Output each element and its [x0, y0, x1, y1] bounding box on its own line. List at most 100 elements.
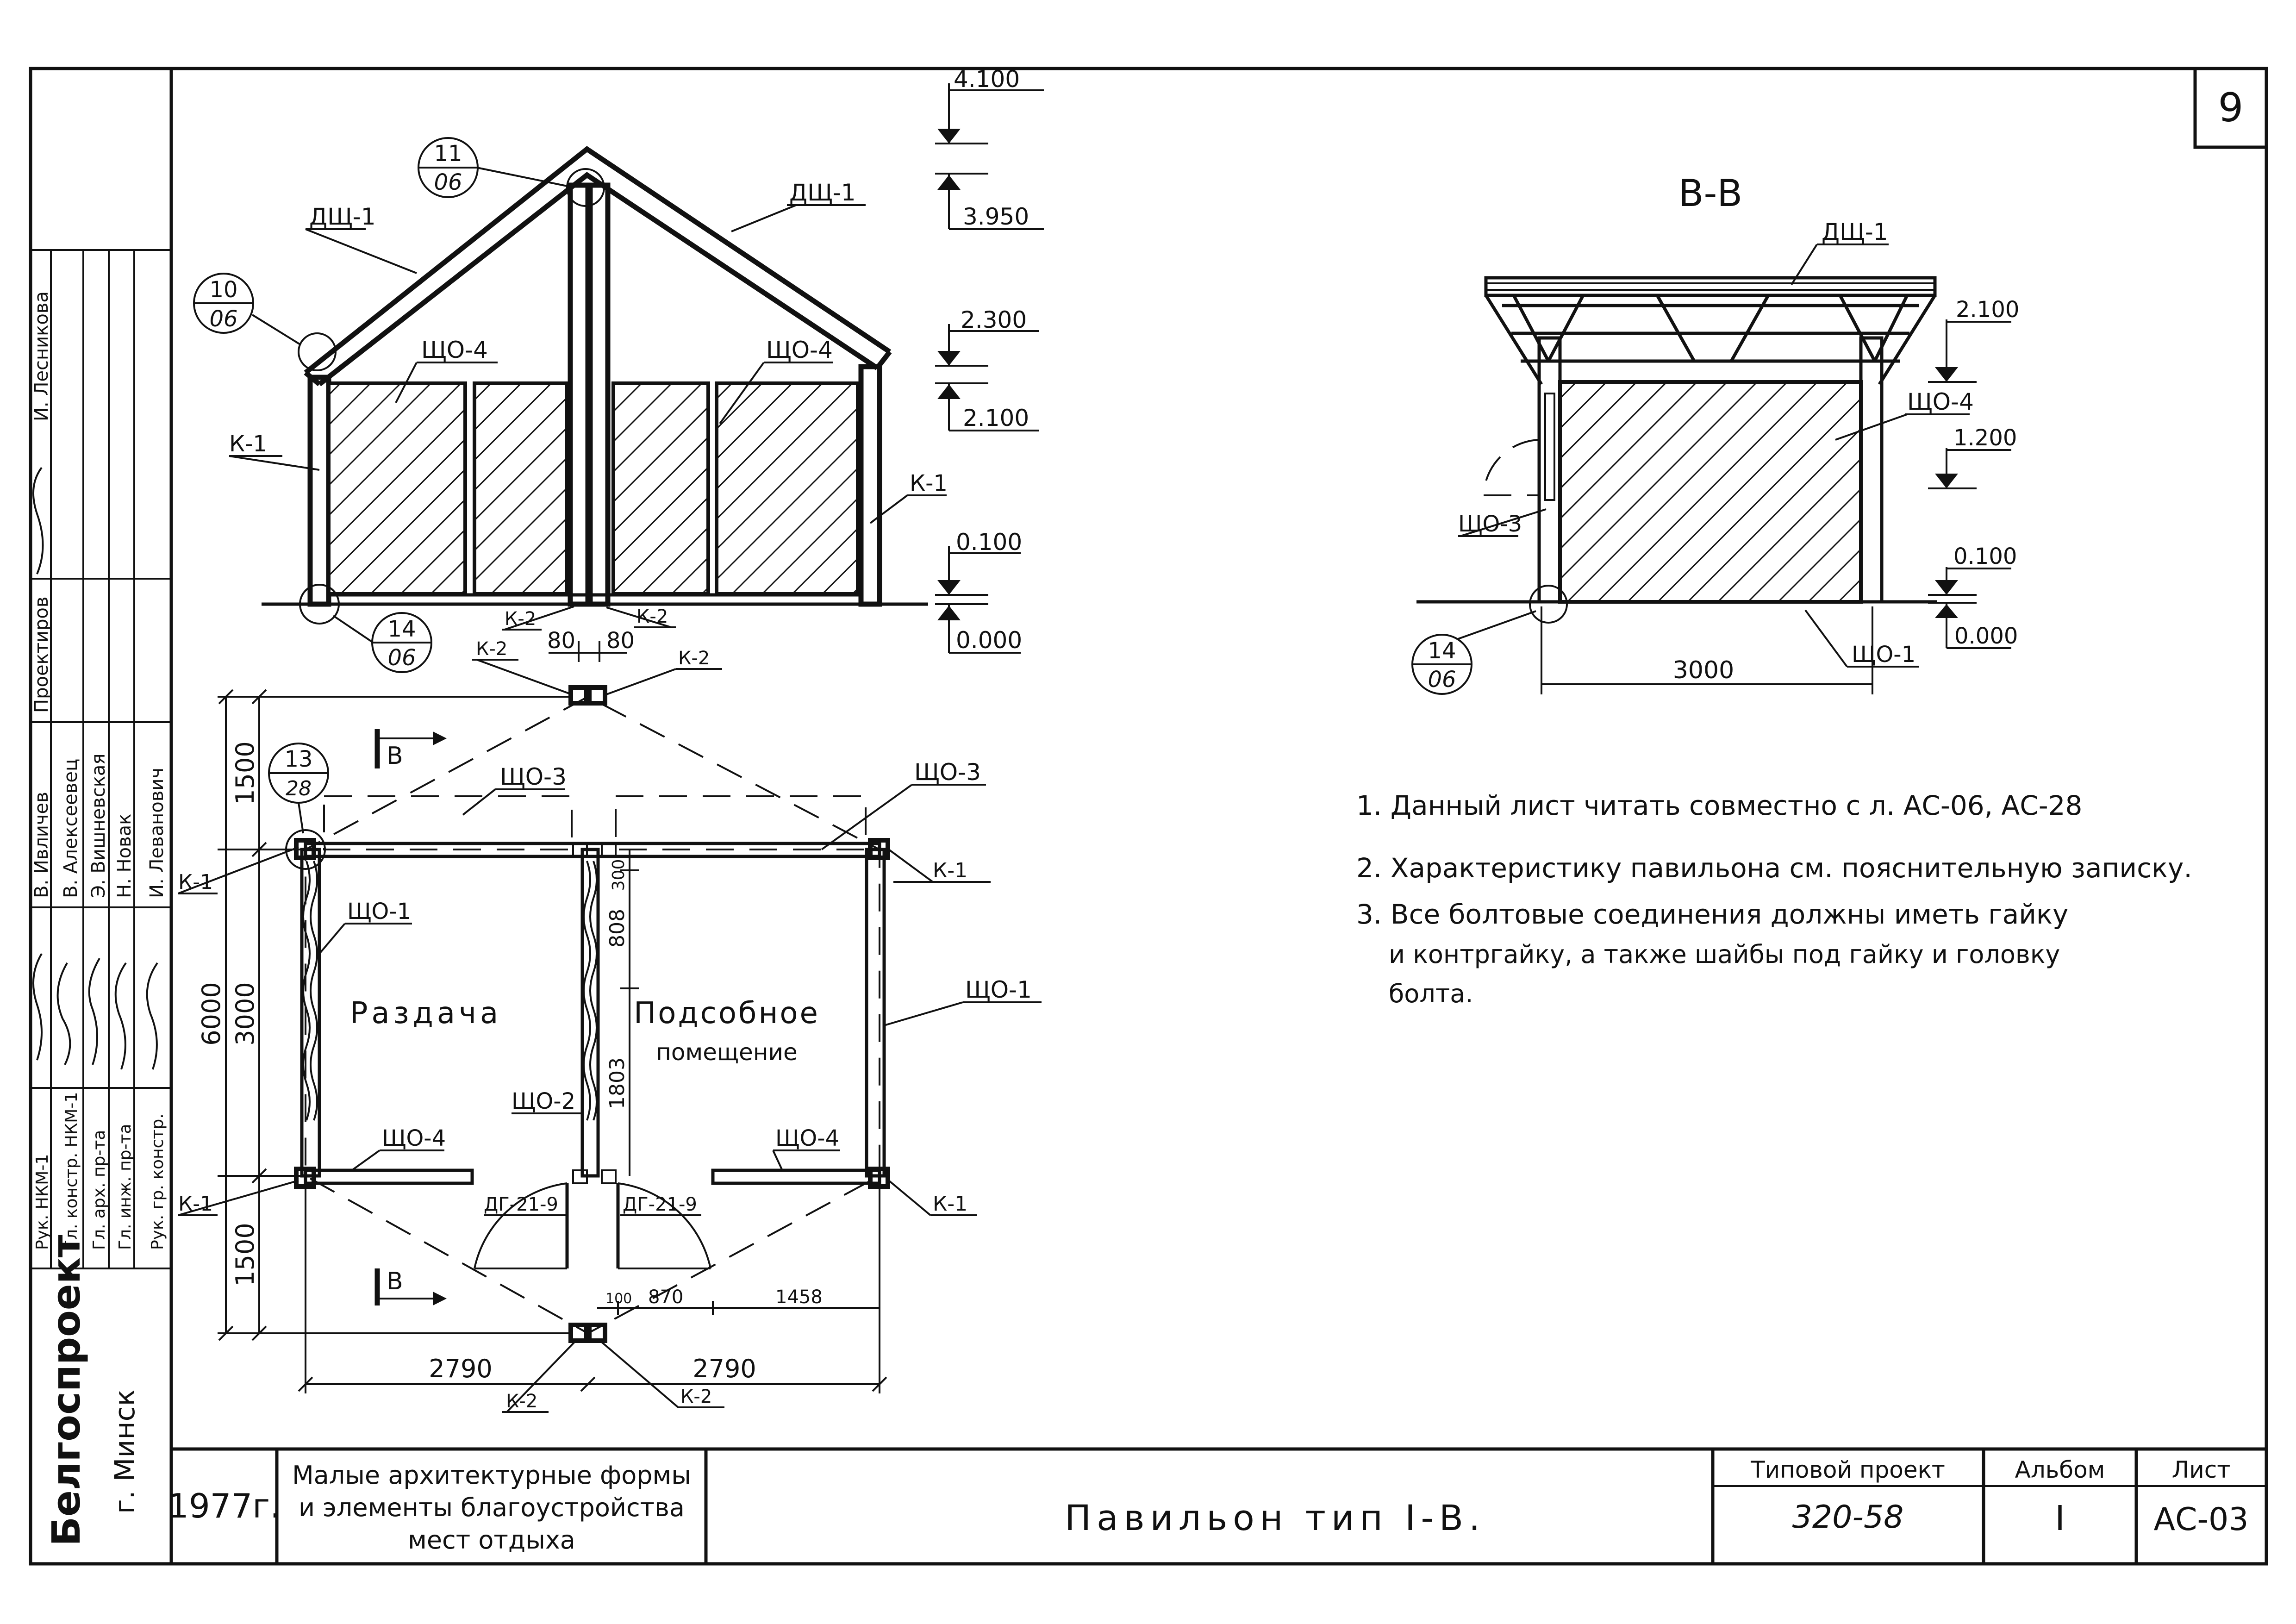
dim-1500-top: 1500	[231, 741, 260, 805]
sheet-number: 9	[2218, 85, 2244, 131]
section-callout-top: 14	[1428, 638, 1456, 664]
section-levels: 2.100 1.200 0.100 0.000	[1928, 297, 2019, 649]
stamp-org: Белгоспроект	[44, 1235, 89, 1546]
stamp-names: В. Ивличев В. Алексеевец Э. Вишневская Н…	[31, 754, 168, 898]
plan-shcho1-right: ЩО-1	[965, 976, 1032, 1003]
section-cut-top: В	[374, 729, 447, 770]
note-2: 2. Характеристику павильона см. поясните…	[1356, 852, 2192, 884]
level-mark-0000: 0.000	[935, 603, 1022, 654]
stamp-role-2: Гл. констр. НКМ-1	[62, 1092, 81, 1250]
plan-k1-tr: К-1	[933, 859, 967, 882]
stamp-role-3: Гл. арх. пр-та	[90, 1130, 109, 1250]
series-title-3: мест отдыха	[408, 1525, 575, 1555]
stamp-name-3: Э. Вишневская	[88, 754, 109, 898]
signatures	[32, 467, 158, 1070]
label-k1-left: К-1	[229, 431, 267, 457]
section-level-0000: 0.000	[1928, 602, 2018, 649]
section-dim-3000: 3000	[1673, 656, 1734, 684]
room-podsobnoe: Подсобное	[634, 996, 820, 1031]
stamp-city: г. Минск	[109, 1389, 141, 1514]
callout-14-06-section: 14 06	[1411, 585, 1568, 695]
plan-shcho1-left: ЩО-1	[347, 899, 411, 924]
section-level-1200-text: 1.200	[1953, 425, 2017, 451]
dim-80-left: 80	[547, 628, 575, 654]
section-label-shcho4: ЩО-4	[1907, 388, 1974, 415]
level-mark-2100: 2.100	[935, 382, 1039, 431]
facade-elevation	[262, 146, 928, 607]
label-shcho4-right: ЩО-4	[766, 337, 833, 363]
stamp-name-4: Н. Новак	[114, 814, 135, 898]
plan-shcho3-right: ЩО-3	[914, 759, 981, 786]
dim-100: 100	[605, 1291, 632, 1307]
label-k2-left: К-2	[505, 608, 536, 630]
dim-300: 300	[609, 859, 628, 891]
stamp-roles: Рук. НКМ-1 Гл. констр. НКМ-1 Гл. арх. пр…	[33, 1092, 167, 1250]
dim-2790-right: 2790	[693, 1354, 756, 1383]
plan-shcho2: ЩО-2	[512, 1088, 575, 1114]
elevation-labels: ДЩ-1 ДЩ-1 ЩО-4 ЩО-4 К-1 К-1 К-2 К-2 80 8…	[229, 179, 948, 662]
dim-2790-left: 2790	[429, 1354, 492, 1383]
dim-80-right: 80	[606, 628, 635, 654]
sheet-label: Лист	[2172, 1456, 2231, 1483]
stamp-role-4: Гл. инж. пр-та	[116, 1124, 135, 1250]
level-4100: 4.100	[954, 66, 1020, 93]
room-razdacha: Раздача	[350, 996, 502, 1031]
level-mark-4100: 4.100	[935, 66, 1044, 144]
plan-k2-tl: К-2	[476, 638, 507, 660]
section-level-2100: 2.100	[1928, 297, 2019, 383]
level-0000: 0.000	[956, 627, 1022, 654]
level-2100: 2.100	[963, 405, 1029, 431]
plan-k1-br: К-1	[933, 1192, 967, 1216]
stamp-name-5: И. Левaнович	[146, 768, 168, 898]
plan-shcho4-right: ЩО-4	[775, 1125, 839, 1151]
section-title: В-В	[1678, 172, 1743, 215]
plan-door-left: ДГ-21-9	[484, 1194, 558, 1215]
note-1: 1. Данный лист читать совместно с л. АС-…	[1356, 790, 2082, 821]
stamp-role-5: Рук. гр. констр.	[148, 1113, 167, 1250]
plan-labels: К-2 К-2 К-2 К-2 ЩО-3 ЩО-3 К-1 К-1 К-1 К-…	[178, 638, 1042, 1413]
section-level-1200: 1.200	[1928, 425, 2017, 489]
sheet-code: АС-03	[2153, 1501, 2248, 1538]
stamp-name-2: В. Алексеевец	[60, 759, 81, 898]
callout-10-top: 10	[209, 277, 237, 303]
stamp-role-proektirov: Проектиров	[31, 597, 52, 713]
plan-door-right: ДГ-21-9	[623, 1194, 697, 1215]
stamp-name-lesnikova: И. Лесникова	[31, 291, 52, 421]
callout-13-top: 13	[284, 746, 312, 772]
callout-14-top: 14	[387, 616, 416, 642]
section-label-shcho3: ЩО-3	[1458, 511, 1522, 537]
series-title-1: Малые архитектурные формы	[292, 1461, 691, 1490]
stamp-role-1: Рук. НКМ-1	[33, 1154, 52, 1250]
label-k1-right: К-1	[910, 470, 948, 496]
dim-3000-left: 3000	[231, 982, 260, 1045]
plan-k2-tr: К-2	[678, 648, 710, 669]
level-3950: 3.950	[963, 203, 1029, 230]
room-pomeshchenie: помещение	[656, 1039, 798, 1066]
cut-label-top: В	[387, 742, 403, 770]
label-shcho4-left: ЩО-4	[421, 337, 488, 363]
level-mark-3950: 3.950	[935, 173, 1044, 230]
section-cut-bottom: В	[374, 1268, 447, 1305]
dim-808: 808	[605, 909, 629, 948]
stamp-name-1: В. Ивличев	[31, 792, 52, 898]
section-callout-bottom: 06	[1428, 667, 1456, 693]
section-bb: 3000	[1416, 276, 1937, 694]
dim-870: 870	[648, 1287, 683, 1308]
callout-14-bottom: 06	[387, 645, 416, 671]
note-3-line-3: болта.	[1389, 979, 1473, 1008]
callout-10-bottom: 06	[209, 306, 237, 332]
level-2300: 2.300	[961, 306, 1027, 333]
section-label-dsh1: ДЩ-1	[1822, 219, 1888, 245]
cut-label-bottom: В	[387, 1268, 403, 1295]
section-label-shcho1: ЩО-1	[1852, 642, 1915, 668]
plan-k1-tl: К-1	[178, 870, 213, 894]
label-k2-right: К-2	[636, 606, 668, 627]
dim-6000: 6000	[197, 982, 226, 1045]
label-dsh1-right: ДЩ-1	[789, 179, 856, 206]
section-labels: ДЩ-1 ЩО-4 ЩО-3 ЩО-1	[1458, 219, 1974, 668]
callout-13-bottom: 28	[286, 777, 312, 800]
callout-11-bottom: 06	[434, 169, 462, 195]
plan-shcho4-left: ЩО-4	[382, 1125, 446, 1151]
series-title-2: и элементы благоустройства	[299, 1493, 685, 1522]
